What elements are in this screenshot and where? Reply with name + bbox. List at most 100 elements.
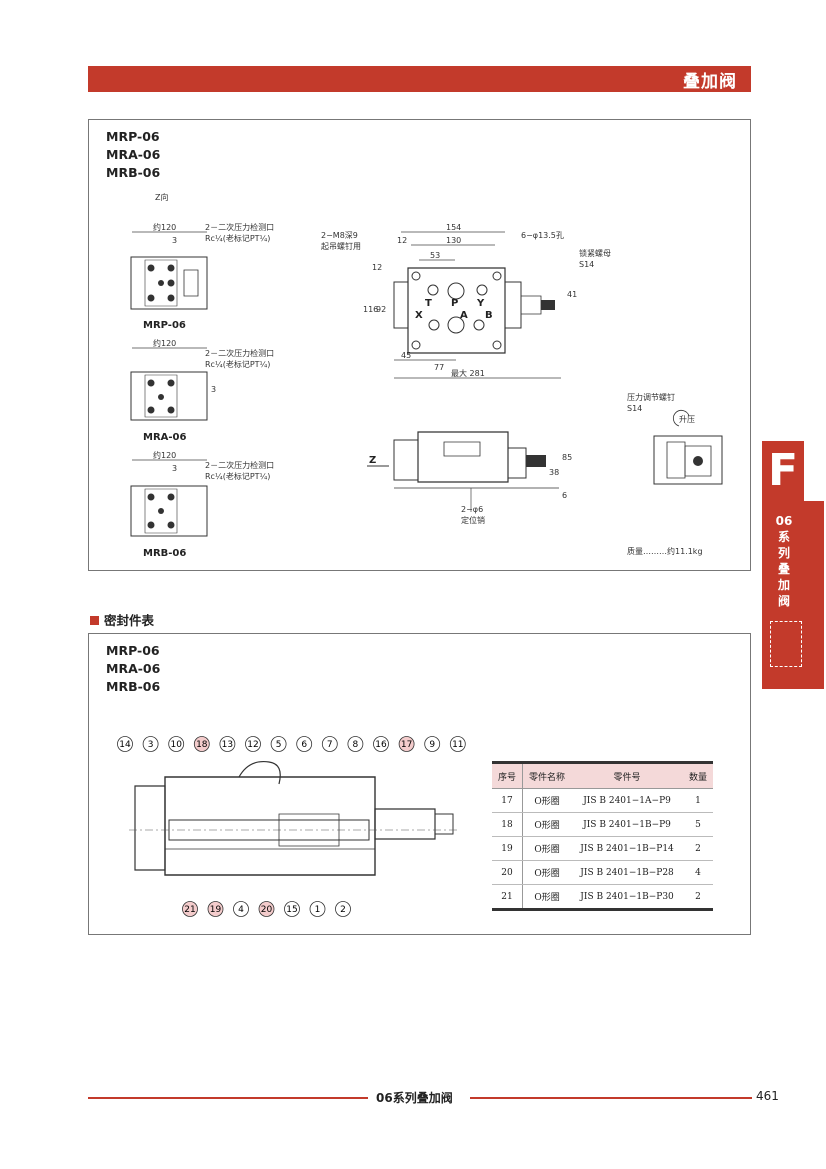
- note-label: Rc¼(老标记PT¼): [205, 233, 270, 243]
- note-label: 2－二次压力检测口: [205, 460, 274, 470]
- model-name: MRB-06: [106, 165, 161, 180]
- dim-label: 116: [363, 305, 378, 314]
- port-label: T: [425, 298, 432, 309]
- callout-circle: [246, 737, 261, 752]
- model-name: MRP-06: [106, 643, 160, 658]
- table-row: 20 O形圈 JIS B 2401−1B−P28 4: [492, 860, 714, 885]
- table-row: 19 O形圈 JIS B 2401−1B−P14 2: [492, 836, 714, 861]
- rotation-label: 升压: [679, 415, 695, 424]
- table-cell: 5: [683, 812, 714, 837]
- note-label: 2－二次压力检测口: [205, 222, 274, 232]
- dim-label: 85: [562, 453, 572, 462]
- table-cell: 2: [683, 884, 714, 911]
- callout-circle: [208, 902, 223, 917]
- callout-circle: [336, 902, 351, 917]
- table-row: 21 O形圈 JIS B 2401−1B−P30 2: [492, 884, 714, 911]
- table-cell: O形圈: [522, 836, 572, 861]
- dim-label: 53: [430, 251, 440, 260]
- callout-number: 8: [353, 740, 359, 750]
- callout-number: 12: [247, 740, 258, 750]
- section-heading: 密封件表: [90, 610, 154, 629]
- dim-label: 约120: [153, 338, 176, 348]
- seal-parts-table: 序号 零件名称 零件号 数量 17 O形圈 JIS B 2401−1A−P9 1…: [492, 761, 714, 911]
- table-cell: O形圈: [522, 812, 572, 837]
- dim-label: 3: [172, 236, 177, 245]
- model-name: MRA-06: [106, 661, 161, 676]
- dim-label: 3: [211, 385, 216, 394]
- sub-view-mrb: 约120 3 2－二次压力检测口 Rc¼(老标记PT¼) MRB-06: [131, 450, 274, 559]
- callout-number: 14: [119, 740, 131, 750]
- dim-label: 6: [562, 491, 567, 500]
- table-row: 17 O形圈 JIS B 2401−1A−P9 1: [492, 788, 714, 813]
- front-view: Z 85 38 6 2−φ6 定位销: [367, 432, 572, 525]
- footer-title: 06系列叠加阀: [376, 1091, 453, 1105]
- note-label: S14: [579, 260, 594, 269]
- table-cell: JIS B 2401−1B−P9: [571, 812, 684, 837]
- callout-number: 5: [276, 740, 282, 750]
- callout-number: 2: [340, 905, 346, 915]
- callout-number: 13: [222, 740, 233, 750]
- note-label: 定位销: [461, 515, 485, 525]
- adjust-screw-view: 压力调节螺钉 S14 升压: [627, 392, 722, 484]
- z-view-label: Z向: [155, 192, 168, 202]
- callout-circle: [169, 737, 184, 752]
- table-row: 18 O形圈 JIS B 2401−1B−P9 5: [492, 812, 714, 837]
- callout-circle: [183, 902, 198, 917]
- callout-number: 11: [452, 740, 463, 750]
- callout-circle: [348, 737, 363, 752]
- table-cell: 18: [492, 812, 524, 837]
- sub-view-name: MRA-06: [143, 432, 186, 443]
- port-label: Y: [476, 298, 485, 309]
- heading-marker-icon: [90, 616, 99, 625]
- table-cell: 19: [492, 836, 524, 861]
- table-cell: JIS B 2401−1A−P9: [571, 788, 684, 813]
- callout-number: 6: [301, 740, 307, 750]
- table-cell: 20: [492, 860, 524, 885]
- callout-number: 15: [286, 905, 297, 915]
- callout-number: 10: [170, 740, 182, 750]
- valve-stack-icon: [770, 621, 802, 667]
- sub-view-name: MRB-06: [143, 548, 186, 559]
- note-label: S14: [627, 404, 642, 413]
- mass-label: 质量………约11.1kg: [627, 546, 703, 556]
- callout-number: 18: [196, 740, 208, 750]
- callout-circle: [118, 737, 133, 752]
- column-header: 序号: [492, 761, 524, 789]
- table-cell: JIS B 2401−1B−P28: [571, 860, 684, 885]
- table-cell: JIS B 2401−1B−P30: [571, 884, 684, 911]
- dim-label: 约120: [153, 450, 176, 460]
- table-cell: 17: [492, 788, 524, 813]
- callout-number: 9: [429, 740, 435, 750]
- note-label: 2−φ6: [461, 505, 483, 514]
- top-view: 2−M8深9 起吊螺钉用 6−φ13.5孔 锁紧螺母 S14 154 130 1…: [321, 223, 611, 378]
- chapter-tab: F 06系列叠加阀: [762, 441, 824, 689]
- callout-circle: [143, 737, 158, 752]
- callout-circle: [425, 737, 440, 752]
- chapter-text: 06系列叠加阀: [775, 514, 793, 608]
- column-header: 数量: [683, 761, 714, 789]
- callout-circle: [259, 902, 274, 917]
- port-label: B: [485, 310, 493, 321]
- dim-label: 12: [372, 263, 382, 272]
- callout-number: 7: [327, 740, 333, 750]
- note-label: Rc¼(老标记PT¼): [205, 471, 270, 481]
- dim-label: 12: [397, 236, 407, 245]
- table-cell: O形圈: [522, 860, 572, 885]
- callout-circle: [297, 737, 312, 752]
- note-label: 6−φ13.5孔: [521, 231, 564, 240]
- dim-label: 最大 281: [451, 368, 485, 378]
- dimension-drawings: Z向 约120 3 2－二次压力检测口 Rc¼(老标记PT¼) MRP-06 约…: [89, 192, 750, 559]
- callout-circle: [310, 902, 325, 917]
- note-label: 2−M8深9: [321, 231, 358, 240]
- note-label: 起吊螺钉用: [321, 241, 361, 251]
- model-list: MRP-06 MRA-06 MRB-06: [106, 128, 160, 182]
- page-number: 461: [756, 1089, 779, 1103]
- note-label: 锁紧螺母: [579, 248, 611, 258]
- callout-number: 21: [184, 905, 195, 915]
- dim-label: 41: [567, 290, 577, 299]
- callout-circle: [271, 737, 286, 752]
- dim-label: 130: [446, 236, 461, 245]
